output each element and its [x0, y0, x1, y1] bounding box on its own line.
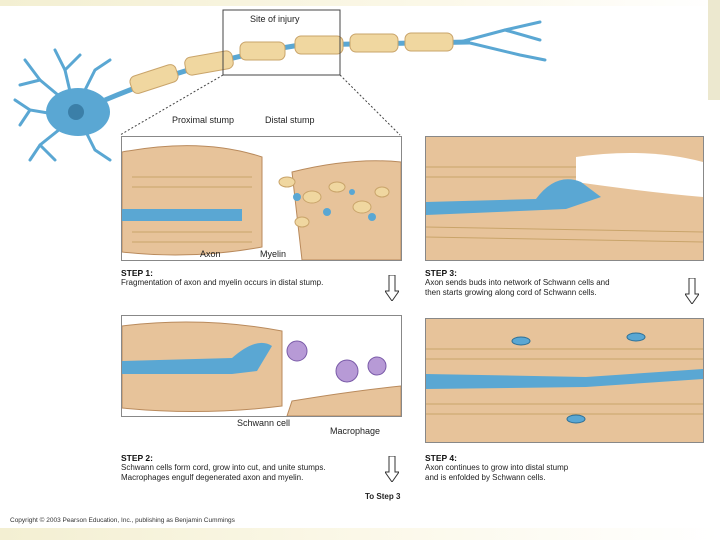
site-of-injury-label: Site of injury: [250, 14, 300, 24]
step3-desc-line2: then starts growing along cord of Schwan…: [425, 288, 597, 297]
step2-panel: [121, 315, 402, 417]
step1-caption: STEP 1: Fragmentation of axon and myelin…: [121, 268, 323, 288]
step1-title: STEP 1:: [121, 268, 153, 278]
step3-panel: [425, 136, 704, 261]
distal-stump-label: Distal stump: [265, 115, 315, 125]
step4-title: STEP 4:: [425, 453, 457, 463]
arrow-down-icon: [685, 278, 699, 304]
to-step-3-label: To Step 3: [365, 492, 401, 501]
step4-caption: STEP 4: Axon continues to grow into dist…: [425, 453, 568, 483]
step4-desc-line1: Axon continues to grow into distal stump: [425, 463, 569, 472]
step2-desc-line2: Macrophages engulf degenerated axon and …: [121, 473, 304, 482]
proximal-stump-label: Proximal stump: [172, 115, 235, 125]
axon-label: Axon: [200, 249, 221, 259]
macrophage-label: Macrophage: [330, 426, 381, 436]
arrow-down-icon: [385, 456, 399, 482]
axon-terminals: [458, 20, 547, 62]
step1-panel: [121, 136, 402, 261]
step2-title: STEP 2:: [121, 453, 153, 463]
myelin-segments: [129, 32, 454, 94]
nucleus: [68, 104, 84, 120]
step4-panel: [425, 318, 704, 443]
arrow-down-icon: [385, 275, 399, 301]
myelin-label: Myelin: [260, 249, 287, 259]
neuron-illustration: [13, 9, 547, 162]
step3-caption: STEP 3: Axon sends buds into network of …: [425, 268, 610, 298]
step1-desc: Fragmentation of axon and myelin occurs …: [121, 278, 324, 287]
copyright-text: Copyright © 2003 Pearson Education, Inc.…: [10, 517, 235, 524]
top-decor-band: [0, 0, 720, 6]
step3-desc-line1: Axon sends buds into network of Schwann …: [425, 278, 610, 287]
right-decor-band: [708, 0, 720, 100]
step2-desc-line1: Schwann cells form cord, grow into cut, …: [121, 463, 326, 472]
schwann-cell-label: Schwann cell: [237, 418, 291, 428]
zoom-line-right: [339, 74, 401, 136]
injury-box: [222, 9, 341, 76]
step2-caption: STEP 2: Schwann cells form cord, grow in…: [121, 453, 326, 483]
bottom-decor-band: [0, 528, 720, 540]
step3-title: STEP 3:: [425, 268, 457, 278]
step4-desc-line2: and is enfolded by Schwann cells.: [425, 473, 546, 482]
